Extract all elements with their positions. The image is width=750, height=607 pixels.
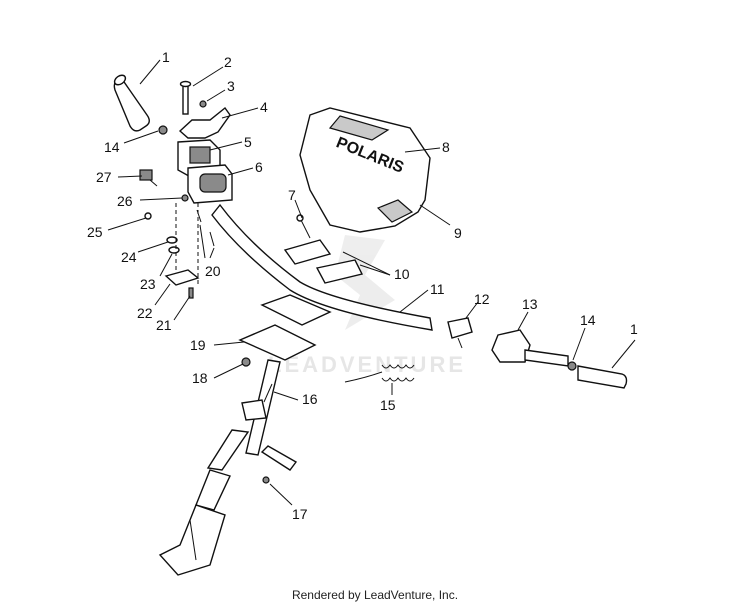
handlebar-clamps[interactable] [283, 239, 364, 284]
callouts: 1 2 3 4 5 6 7 8 9 10 11 12 13 14 1 14 15… [87, 49, 638, 522]
screws-20[interactable] [196, 209, 215, 247]
watermark-text: LEADVENTURE [268, 352, 466, 377]
post-bolt[interactable] [263, 383, 273, 403]
callout-7: 7 [288, 187, 296, 203]
callout-8: 8 [442, 139, 450, 155]
ball-detent[interactable] [199, 100, 207, 108]
steering-post[interactable] [158, 359, 281, 576]
switch-block[interactable] [187, 164, 233, 204]
cable-coil[interactable] [344, 364, 415, 383]
callout-2: 2 [224, 54, 232, 70]
callout-3: 3 [227, 78, 235, 94]
callout-13: 13 [522, 296, 538, 312]
sleeve-spacer[interactable] [260, 445, 298, 471]
throttle-lever[interactable] [178, 106, 231, 139]
callout-20: 20 [205, 263, 221, 279]
footer-credit: Rendered by LeadVenture, Inc. [291, 588, 459, 602]
callout-23: 23 [140, 276, 156, 292]
handlebar-pad[interactable]: POLARIS [299, 107, 431, 233]
callout-27: 27 [96, 169, 112, 185]
callout-5: 5 [244, 134, 252, 150]
callout-14-right: 14 [580, 312, 596, 328]
leadventure-watermark: LEADVENTURE [268, 235, 466, 377]
callout-15: 15 [380, 397, 396, 413]
callout-18: 18 [192, 370, 208, 386]
grip-plug-left[interactable] [158, 125, 168, 135]
callout-21: 21 [156, 317, 172, 333]
hand-lever-bracket[interactable] [447, 317, 473, 349]
callout-12: 12 [474, 291, 490, 307]
washer-25[interactable] [144, 212, 152, 220]
callout-14-left: 14 [104, 139, 120, 155]
washer-23[interactable] [168, 246, 180, 254]
clamp-bolt[interactable] [296, 214, 311, 239]
callout-4: 4 [260, 99, 268, 115]
right-hand-grip[interactable] [577, 365, 628, 389]
handlebar[interactable] [211, 203, 433, 331]
leader-lines [107, 59, 636, 506]
nut-17[interactable] [262, 476, 270, 484]
clamp-plate[interactable] [164, 269, 200, 286]
screw-21[interactable] [188, 287, 194, 299]
callout-6: 6 [255, 159, 263, 175]
callout-24: 24 [121, 249, 137, 265]
screw-with-clip[interactable] [139, 169, 158, 187]
lock-nut[interactable] [241, 357, 251, 367]
callout-9: 9 [454, 225, 462, 241]
callout-17: 17 [292, 506, 308, 522]
callout-10: 10 [394, 266, 410, 282]
callout-16: 16 [302, 391, 318, 407]
callout-1-right: 1 [630, 321, 638, 337]
small-screw[interactable] [181, 194, 189, 202]
callout-25: 25 [87, 224, 103, 240]
brake-master-cylinder[interactable] [491, 329, 569, 367]
callout-19: 19 [190, 337, 206, 353]
callout-11: 11 [430, 281, 445, 297]
left-hand-grip[interactable] [113, 73, 150, 132]
callout-22: 22 [137, 305, 153, 321]
grip-plug-right[interactable] [567, 361, 577, 371]
callout-26: 26 [117, 193, 133, 209]
callout-1: 1 [162, 49, 170, 65]
washer-24[interactable] [166, 236, 178, 244]
steering-riser-plate[interactable] [238, 294, 332, 361]
pin[interactable] [179, 80, 192, 115]
